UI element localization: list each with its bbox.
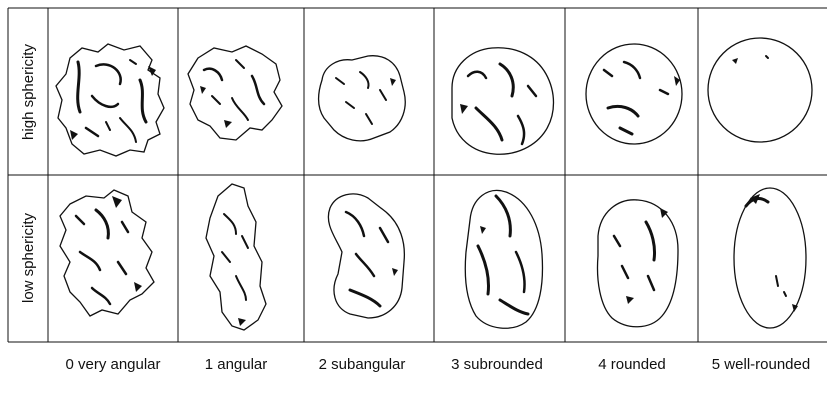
grain-rounded-low-sphericity [596,199,679,328]
grain-angular-low-sphericity [205,183,267,331]
grain-subrounded-low-sphericity [464,189,544,329]
column-label-subrounded: 3 subrounded [451,356,543,373]
grain-angular-high-sphericity [187,45,283,141]
grid [7,7,827,343]
grain-subrounded-high-sphericity [451,47,555,155]
column-labels: 0 very angular 1 angular 2 subangular 3 … [65,356,810,373]
column-label-subangular: 2 subangular [319,356,406,373]
column-label-rounded: 4 rounded [598,356,666,373]
column-label-very-angular: 0 very angular [65,356,160,373]
grain-very-angular-low-sphericity [59,189,155,317]
row-label-low-sphericity: low sphericity [20,212,37,303]
row-label-high-sphericity: high sphericity [20,44,37,140]
grain-rounded-high-sphericity [585,43,683,145]
grain-very-angular-high-sphericity [55,43,165,157]
column-label-well-rounded: 5 well-rounded [712,356,810,373]
column-label-angular: 1 angular [205,356,268,373]
grain-subangular-low-sphericity [327,193,406,319]
grain-well-rounded-low-sphericity [733,187,807,329]
grain-subangular-high-sphericity [317,55,406,142]
grain-well-rounded-high-sphericity [707,37,813,143]
